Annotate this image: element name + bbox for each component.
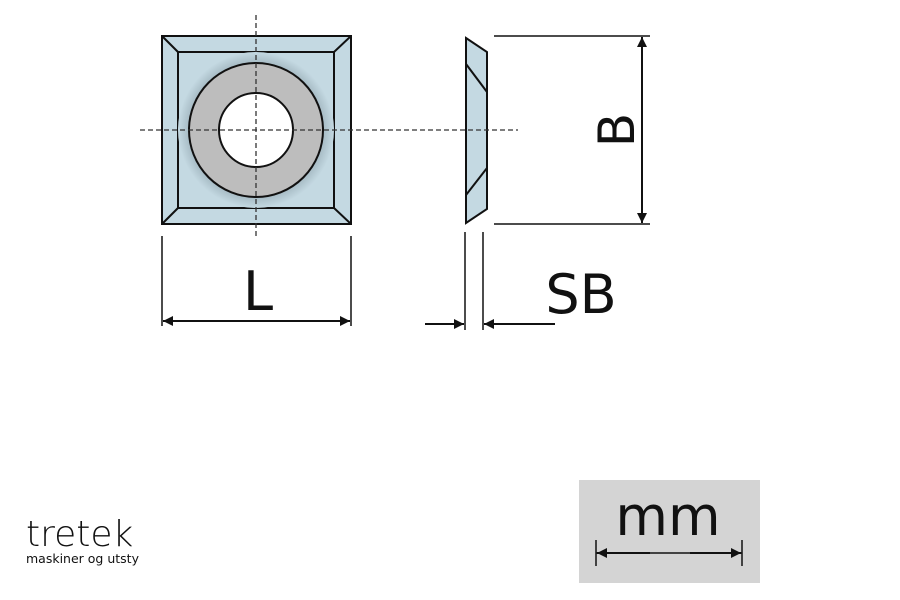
- logo-name: tretek: [26, 518, 134, 555]
- centerlines: [140, 15, 518, 237]
- tretek-logo: tretek maskiner og utstyr: [26, 518, 140, 566]
- dimension-label-sb: SB: [545, 263, 616, 326]
- logo-tagline: maskiner og utstyr: [26, 551, 140, 566]
- unit-label: mm: [615, 485, 720, 548]
- dimension-label-b: B: [588, 113, 646, 147]
- unit-indicator: mm: [579, 480, 760, 583]
- dimension-label-l: L: [243, 260, 273, 323]
- dimension-lines: [161, 35, 650, 330]
